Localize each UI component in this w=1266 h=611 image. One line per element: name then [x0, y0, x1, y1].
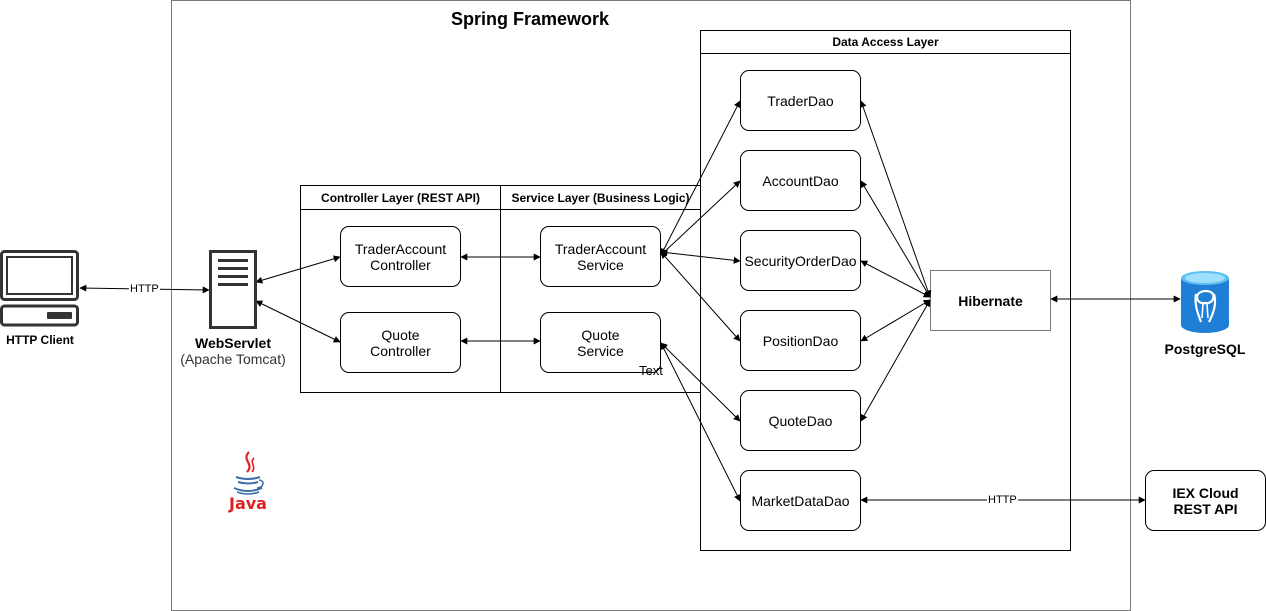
- iex-cloud-node[interactable]: IEX Cloud REST API: [1145, 470, 1266, 531]
- edge-servlet-trader-controller: [255, 255, 341, 284]
- edge-trader-service-account-dao: [660, 180, 741, 256]
- computer-icon: [0, 250, 80, 328]
- quote-controller-node[interactable]: Quote Controller: [340, 312, 461, 373]
- quote-service-node[interactable]: Quote Service: [540, 312, 661, 373]
- edge-trader-service-position-dao: [660, 251, 741, 342]
- edge-quote-service-market-data-dao: [660, 342, 741, 502]
- http-label-client-servlet: HTTP: [129, 283, 160, 295]
- postgresql-label: PostgreSQL: [1164, 341, 1246, 357]
- market-data-dao-node[interactable]: MarketDataDao: [740, 470, 861, 531]
- trader-dao-node[interactable]: TraderDao: [740, 70, 861, 131]
- java-cup-icon: [229, 450, 267, 516]
- postgresql-elephant-icon: [1180, 270, 1230, 335]
- edge-servlet-quote-controller: [255, 300, 341, 343]
- edge-hibernate-security-order-dao: [860, 260, 931, 298]
- stray-text-label: Text: [639, 363, 663, 378]
- controller-layer-header: Controller Layer (REST API): [300, 185, 501, 210]
- webservlet-sublabel: (Apache Tomcat): [180, 351, 286, 367]
- edge-quote-service-quote-dao: [660, 342, 741, 422]
- hibernate-node[interactable]: Hibernate: [930, 270, 1051, 331]
- java-logo-text: Java: [229, 494, 267, 513]
- edge-trader-service-trader-dao: [660, 100, 741, 256]
- security-order-dao-node[interactable]: SecurityOrderDao: [740, 230, 861, 291]
- edge-trader-service-security-order-dao: [660, 249, 741, 264]
- http-label-marketdata-iex: HTTP: [987, 494, 1018, 506]
- data-access-layer-header: Data Access Layer: [700, 30, 1071, 54]
- quote-dao-node[interactable]: QuoteDao: [740, 390, 861, 451]
- position-dao-node[interactable]: PositionDao: [740, 310, 861, 371]
- webservlet-label: WebServlet: [195, 335, 271, 351]
- trader-account-controller-node[interactable]: TraderAccount Controller: [340, 226, 461, 287]
- http-client-label: HTTP Client: [6, 333, 74, 347]
- spring-framework-title: Spring Framework: [450, 9, 610, 29]
- edge-hibernate-position-dao: [860, 299, 931, 342]
- server-icon: [209, 250, 257, 329]
- edge-hibernate-quote-dao: [860, 299, 931, 422]
